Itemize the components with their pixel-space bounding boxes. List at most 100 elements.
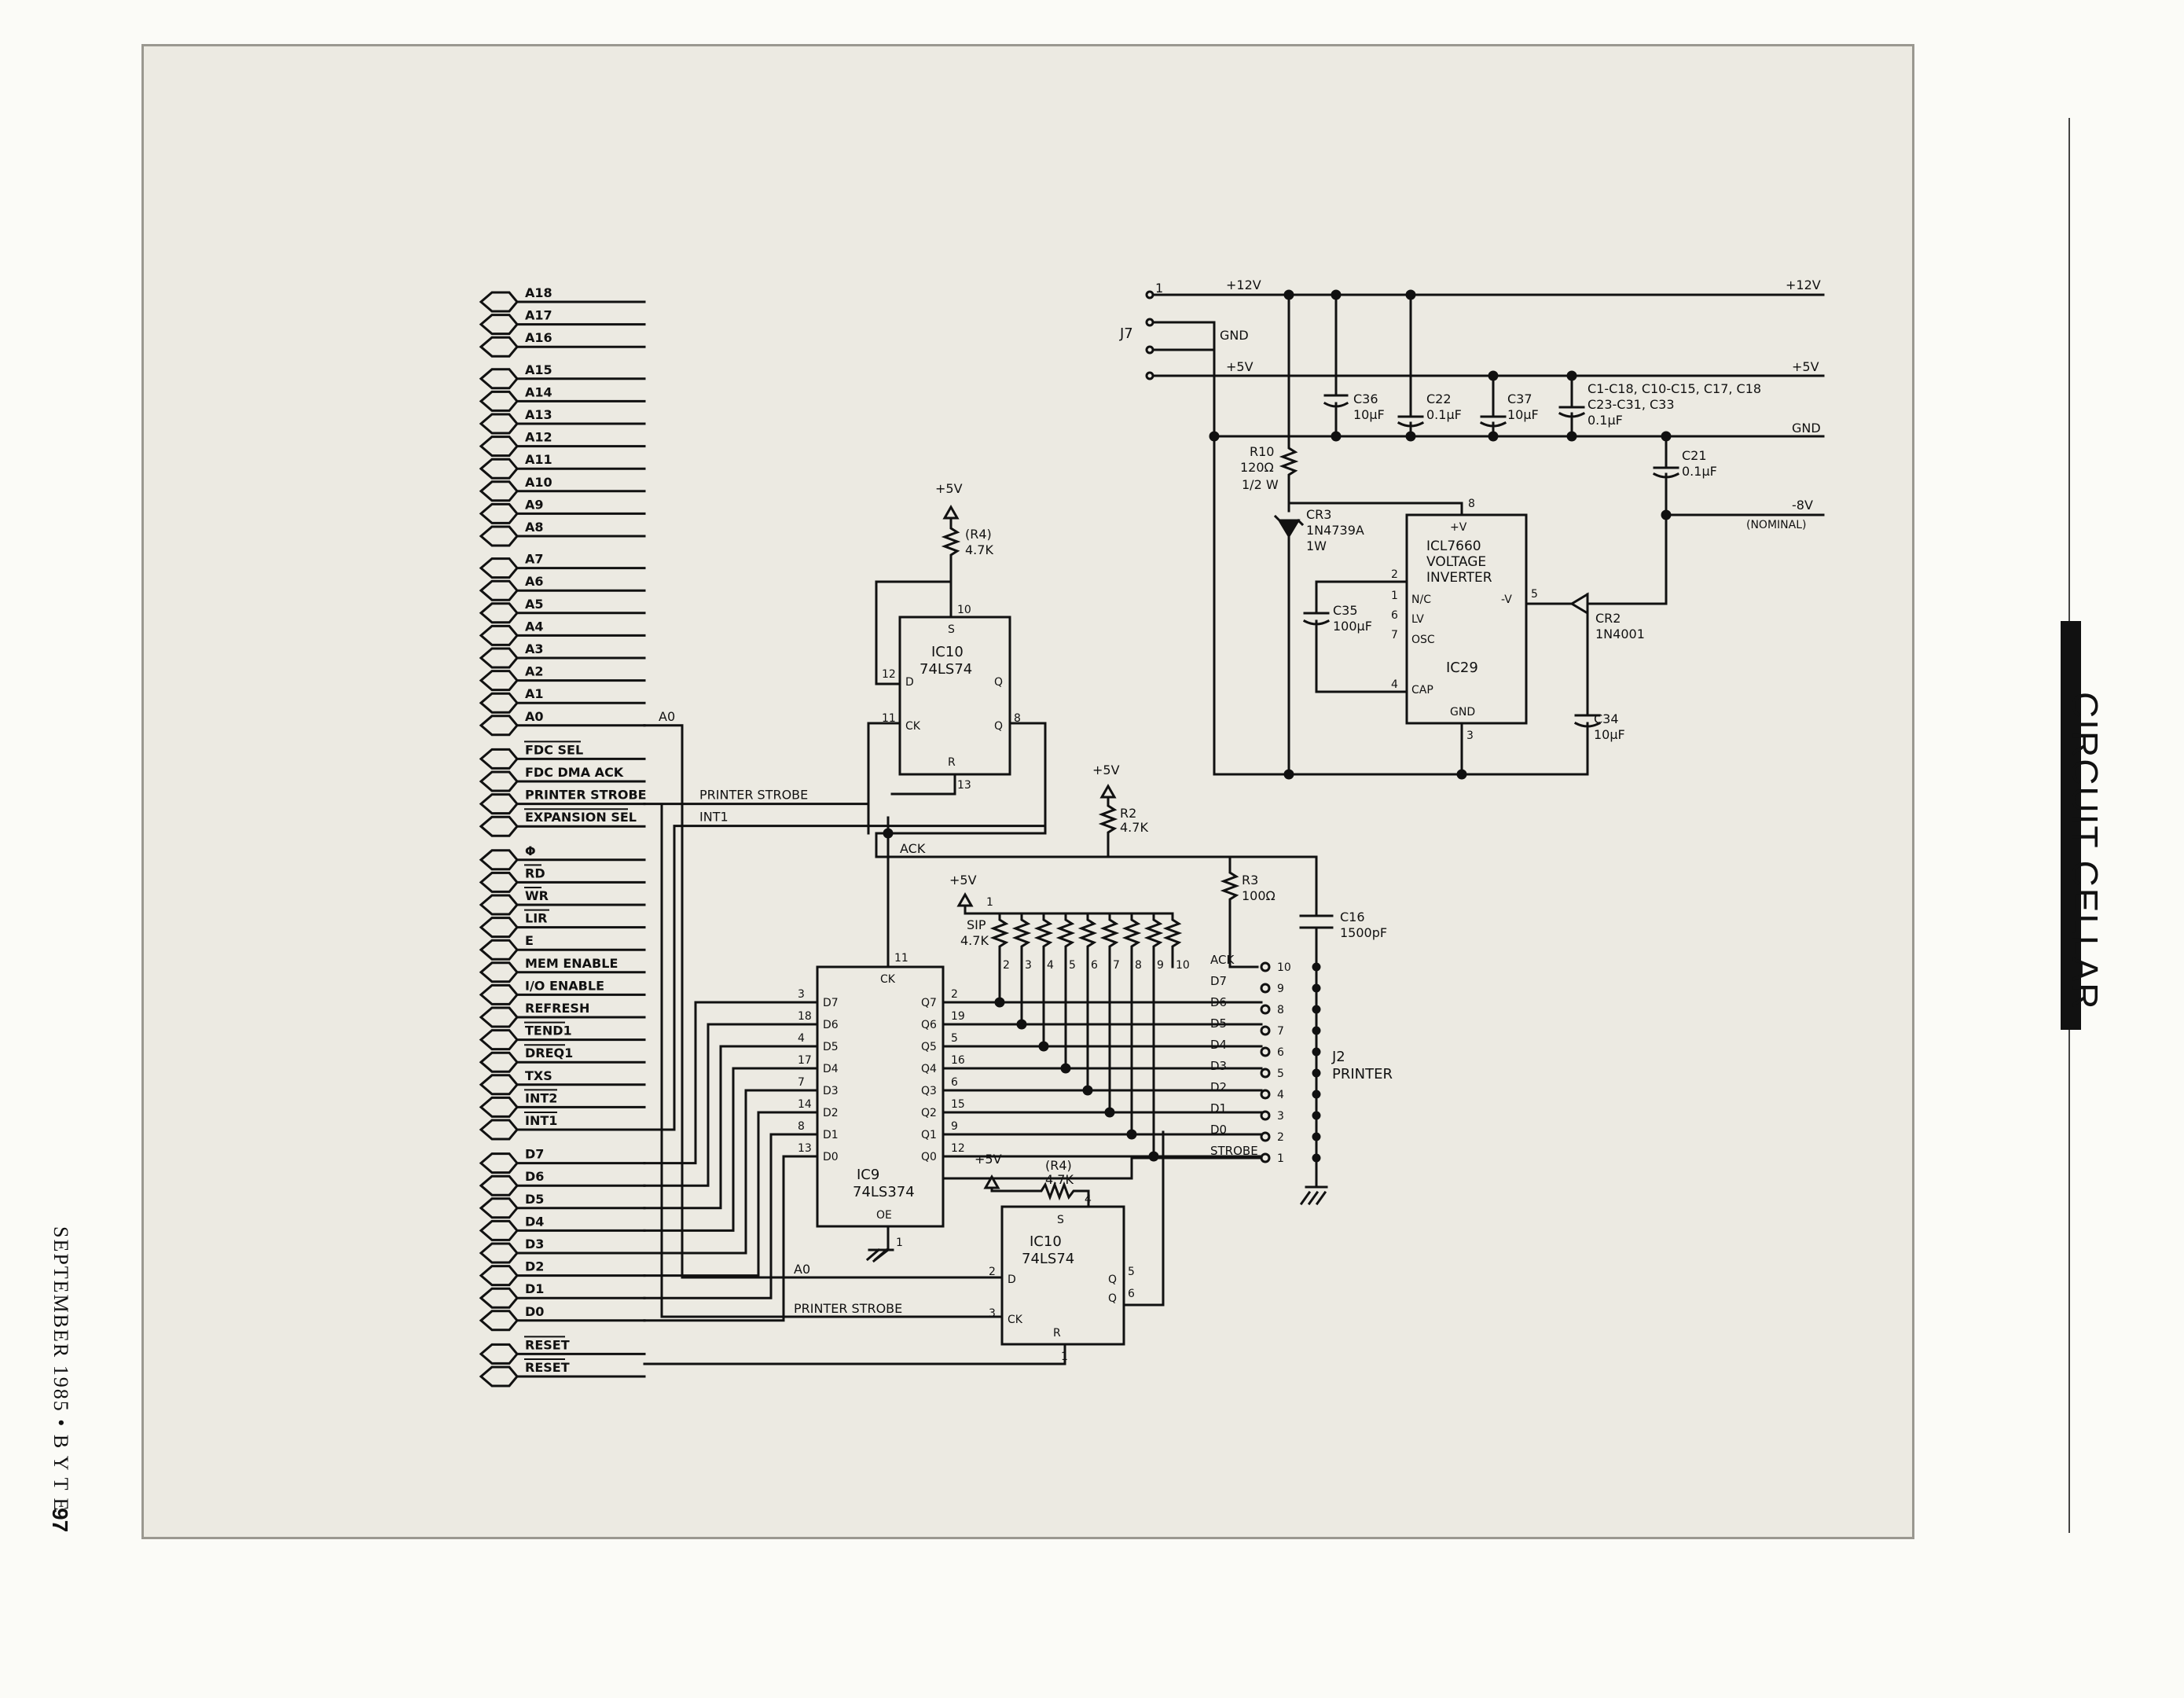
c36-ref: C36: [1353, 391, 1378, 406]
c35-ref: C35: [1333, 603, 1358, 618]
j2-pin-number: 3: [1277, 1110, 1284, 1123]
bus-signal-label: D4: [525, 1214, 544, 1229]
plus5-label-j7: +5V: [1226, 359, 1254, 374]
ic29-nc: N/C: [1411, 594, 1431, 606]
j2-pin-number: 7: [1277, 1025, 1284, 1038]
bus-signal-label: LIR: [525, 911, 547, 926]
sip-pin-number: 3: [1025, 959, 1032, 972]
ic29-pin-number: 1: [1391, 590, 1398, 602]
ic29-pin-number: 8: [1468, 498, 1475, 510]
bus-signal-label: A9: [525, 497, 544, 512]
printer-strobe-net-label: PRINTER STROBE: [699, 788, 808, 803]
ic29-title-line: ICL7660: [1426, 538, 1481, 554]
ic9-input-label: D6: [823, 1019, 839, 1031]
ic9-oe: OE: [876, 1209, 892, 1222]
bus-signal-label: A7: [525, 552, 544, 567]
cr2-part: 1N4001: [1595, 627, 1645, 641]
bus-signal-label: FDC DMA ACK: [525, 765, 624, 780]
j2-pin: [1260, 1025, 1271, 1036]
plus12-label-right: +12V: [1786, 277, 1821, 292]
ic29-gnd: GND: [1450, 706, 1475, 719]
sip-pin-number: 9: [1157, 959, 1164, 972]
bus-signal-label: RESET: [525, 1360, 570, 1375]
bus-finger: [479, 1174, 519, 1196]
r4a-ref: (R4): [965, 527, 992, 542]
c22-value: 0.1μF: [1426, 407, 1462, 422]
j2-ground-node: [1312, 1111, 1321, 1120]
ic29-osc: OSC: [1411, 634, 1435, 646]
bus-finger: [479, 390, 519, 412]
bus-signal-label: EXPANSION SEL: [525, 810, 637, 825]
r2-vcc-label: +5V: [1092, 763, 1120, 777]
nominal-label: (NOMINAL): [1746, 519, 1806, 531]
ic10b-pin6: 6: [1128, 1288, 1135, 1300]
j2-pin: [1260, 983, 1271, 994]
j2-pin: [1260, 1004, 1271, 1015]
bus-signal-label: WR: [525, 888, 549, 903]
j2-signal-label: D3: [1210, 1059, 1227, 1073]
sip-ref: SIP: [967, 917, 986, 932]
ic10b-s: S: [1057, 1214, 1064, 1226]
ic9-input-pin: 4: [798, 1032, 805, 1045]
ic9-pin1: 1: [896, 1237, 903, 1249]
ic9-output-label: Q4: [921, 1063, 937, 1075]
bus-signal-label: PRINTER STROBE: [525, 788, 647, 803]
bypass-caps-line3: 0.1μF: [1588, 413, 1623, 428]
j2-pin-number: 8: [1277, 1004, 1284, 1016]
cr3-part: 1N4739A: [1306, 523, 1364, 538]
a0-net-label: A0: [659, 709, 675, 724]
bus-signal-label: MEM ENABLE: [525, 956, 618, 971]
bus-signal-label: A16: [525, 330, 552, 345]
j2-pin: [1260, 1046, 1271, 1057]
ic29-pin-number: 2: [1391, 568, 1398, 581]
j2-signal-label: D2: [1210, 1080, 1227, 1094]
ic9-pin-labels: D73Q72D618Q619D54Q55D417Q416D37Q36D214Q2…: [798, 988, 965, 1163]
bus-signal-label: INT1: [525, 1113, 557, 1128]
ic10a-s: S: [948, 623, 955, 636]
ic9-input-label: D4: [823, 1063, 839, 1075]
bus-signal-label: A17: [525, 308, 552, 323]
sip-pin-number: 1: [986, 896, 993, 909]
bus-signal-label: TXS: [525, 1068, 552, 1083]
bus-signal-label: A3: [525, 641, 544, 656]
ic10b-vcc-label: +5V: [975, 1152, 1002, 1167]
bus-finger: [479, 793, 519, 815]
bus-finger: [479, 871, 519, 893]
j2-pin-number: 2: [1277, 1131, 1284, 1144]
plus12-label-left: +12V: [1226, 277, 1261, 292]
j2-pin: [1260, 1131, 1271, 1142]
bus-finger: [479, 602, 519, 624]
j2-pin: [1260, 1068, 1271, 1079]
bypass-caps-line2: C23-C31, C33: [1588, 397, 1675, 412]
bus-signal-label: RESET: [525, 1337, 570, 1352]
sip-pin-number: 5: [1069, 959, 1076, 972]
ic9-output-pin: 16: [951, 1054, 965, 1067]
bus-signal-label: A0: [525, 709, 544, 724]
ic9-name: IC9: [857, 1167, 879, 1183]
ic9-output-pin: 12: [951, 1142, 965, 1155]
printer-strobe-net-label-2: PRINTER STROBE: [794, 1301, 902, 1316]
bus-signal-label: A12: [525, 430, 552, 445]
ic29-title-line: VOLTAGE: [1426, 554, 1486, 570]
bus-signal-label: A2: [525, 664, 544, 679]
ic10a-pin11: 11: [882, 712, 896, 725]
j2-ground-node: [1312, 962, 1321, 972]
ic9-output-label: Q5: [921, 1041, 937, 1053]
ic10b-pin5: 5: [1128, 1266, 1135, 1278]
ic9-input-label: D1: [823, 1129, 839, 1141]
ic10a-r: R: [948, 756, 956, 769]
bus-signal-label: REFRESH: [525, 1001, 589, 1016]
bus-signal-label: RD: [525, 866, 545, 880]
ic10a-pin12: 12: [882, 668, 896, 681]
bus-finger: [479, 436, 519, 458]
j2-name: PRINTER: [1332, 1066, 1393, 1082]
bus-finger: [479, 579, 519, 601]
cr2-ref: CR2: [1595, 611, 1621, 626]
bus-finger: [479, 715, 519, 737]
bus-signal-label: D3: [525, 1237, 544, 1251]
ic10a-part: 74LS74: [919, 661, 972, 678]
ic9-output-label: Q1: [921, 1129, 937, 1141]
c21-ref: C21: [1682, 448, 1707, 463]
